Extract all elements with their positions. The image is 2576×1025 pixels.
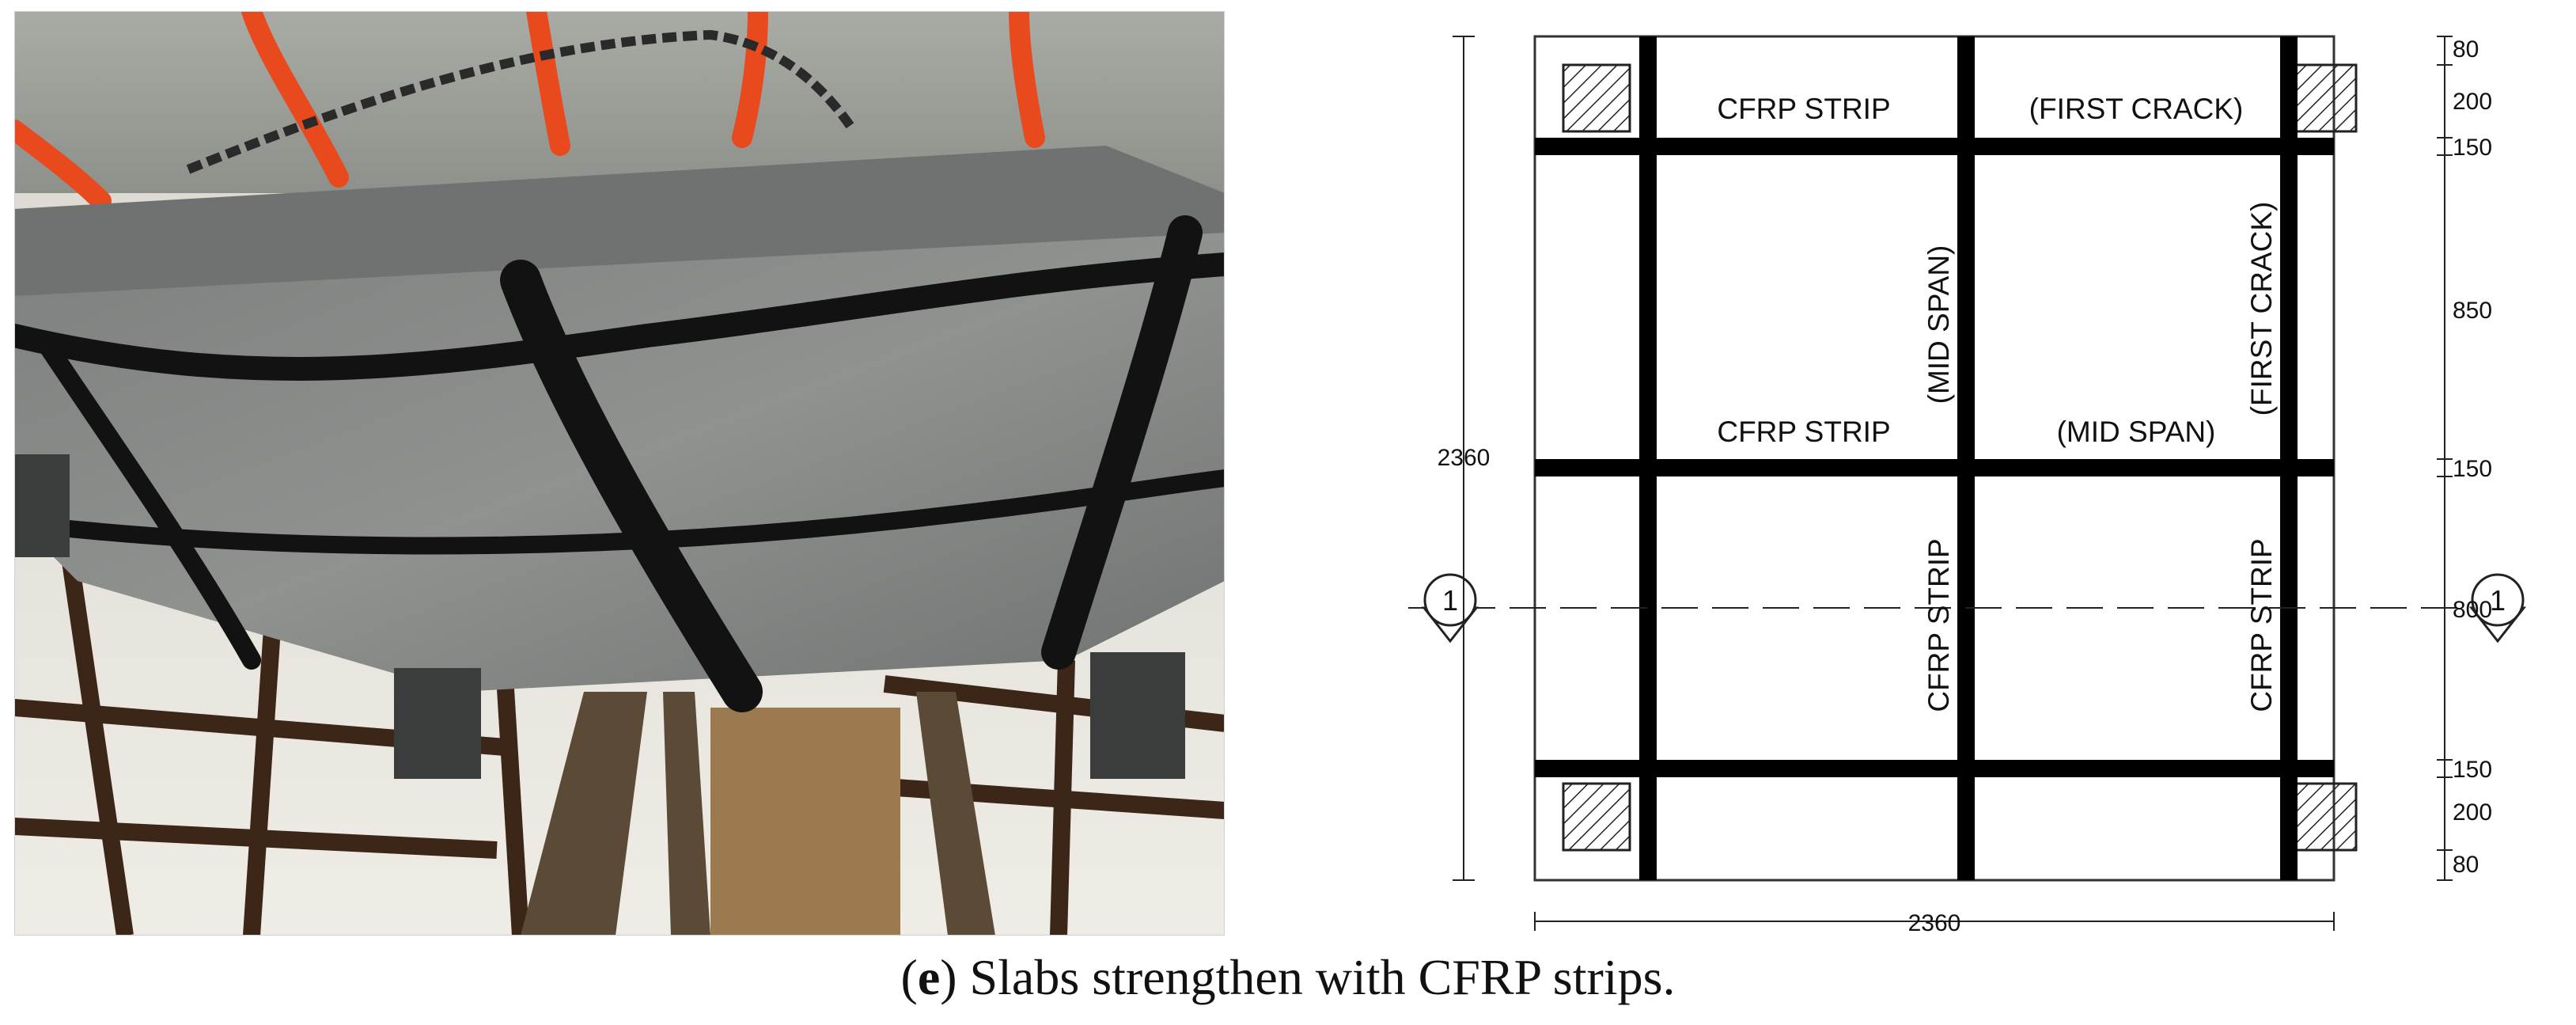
cfrp-strips-photo <box>14 215 1225 712</box>
strip-vertical-center <box>1957 36 1975 880</box>
cfrp-strips-plan <box>1535 36 2334 880</box>
label-cfrp-top: CFRP STRIP <box>1717 93 1890 125</box>
label-cfrp-mid: CFRP STRIP <box>1717 416 1890 448</box>
label-mid-span-mid: (MID SPAN) <box>2057 416 2216 448</box>
dimension-width <box>1534 912 2335 931</box>
dimension-height-label: 2360 <box>1438 445 1491 471</box>
svg-text:1: 1 <box>1442 584 1458 617</box>
brown-wall <box>710 708 900 936</box>
strip-horizontal-bottom <box>1535 760 2334 777</box>
svg-text:200: 200 <box>2453 89 2492 115</box>
strip-vertical-left <box>1639 36 1657 880</box>
svg-text:800: 800 <box>2453 597 2492 623</box>
dimension-width-label: 2360 <box>1908 910 1961 936</box>
svg-text:1: 1 <box>2490 584 2506 617</box>
strip-horizontal-mid <box>1535 459 2334 476</box>
chain <box>186 29 857 174</box>
strip-vertical-right <box>2280 36 2298 880</box>
label-cfrp-vertical-left: CFRP STRIP <box>1923 538 1955 712</box>
svg-text:850: 850 <box>2453 298 2492 324</box>
caption-letter: e <box>917 949 941 1005</box>
dimension-chain-right <box>2437 36 2453 881</box>
slab-outline <box>1533 35 2335 882</box>
label-first-crack-vertical: (FIRST CRACK) <box>2245 202 2278 416</box>
support-right <box>1090 652 1185 779</box>
support-center <box>394 668 481 779</box>
dimension-height <box>1453 36 1475 881</box>
slab-photo <box>14 11 1225 936</box>
strip-horizontal-top <box>1535 138 2334 155</box>
support-left <box>14 454 70 557</box>
svg-text:150: 150 <box>2453 757 2492 783</box>
section-marker-right: 1 <box>2468 573 2527 643</box>
label-first-crack-top: (FIRST CRACK) <box>2029 93 2244 125</box>
svg-text:200: 200 <box>2453 799 2492 826</box>
caption-text: Slabs strengthen with CFRP strips. <box>957 949 1676 1005</box>
figure-caption: (e) Slabs strengthen with CFRP strips. <box>900 949 1676 1005</box>
red-hoses <box>14 11 1045 211</box>
svg-text:80: 80 <box>2453 852 2479 878</box>
label-cfrp-vertical-right: CFRP STRIP <box>2245 538 2278 712</box>
label-mid-span-vertical: (MID SPAN) <box>1923 245 1955 404</box>
svg-text:150: 150 <box>2453 456 2492 482</box>
corner-supports <box>1562 63 2358 852</box>
dimension-chain-labels: 80 200 150 850 150 800 150 200 80 <box>2453 36 2492 878</box>
svg-text:150: 150 <box>2453 135 2492 161</box>
svg-text:80: 80 <box>2453 36 2479 63</box>
plan-drawing: 1 1 CFRP STRIP (FIRST CRACK) CFRP STRIP … <box>1408 35 2527 936</box>
section-marker-left: 1 <box>1421 573 1479 643</box>
timber-props <box>521 692 995 936</box>
